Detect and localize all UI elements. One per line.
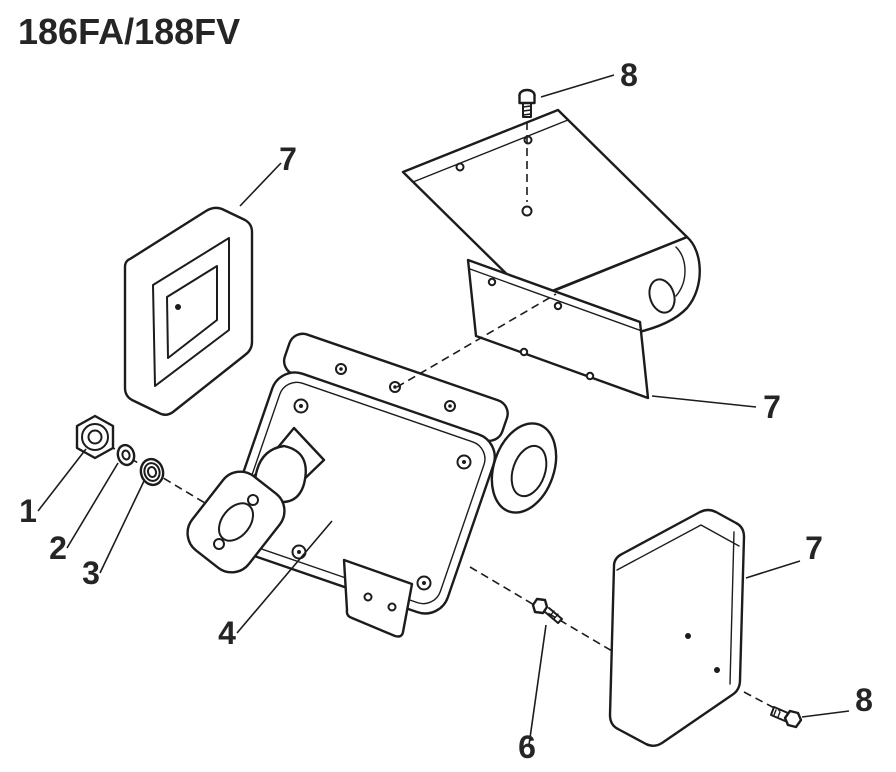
part-bolt-8-top [518, 88, 536, 118]
leader-8-right [801, 710, 850, 718]
inlet-flange-hole [213, 538, 225, 550]
cover-screw-dot [297, 550, 301, 554]
callout-7-right: 7 [805, 530, 823, 566]
leader-4 [236, 520, 333, 634]
shield-right-top-fold [616, 524, 740, 571]
callout-2: 2 [49, 530, 67, 566]
leader-1 [37, 448, 87, 512]
callout-7-bracket: 7 [763, 389, 781, 425]
shield-right-outline [608, 508, 746, 747]
inlet-flange-opening [218, 502, 254, 542]
bolt-6-threads [549, 610, 559, 620]
diagram-title: 186FA/188FV [18, 11, 240, 52]
bracket-bolt-hole [521, 205, 533, 217]
muffler-mount-bracket [342, 558, 414, 638]
bracket-end-contour [675, 246, 686, 297]
top-bolt-dot [339, 367, 343, 371]
inlet-flange [186, 470, 286, 574]
washer-large-outer [139, 457, 165, 487]
callout-leader-lines [37, 74, 850, 746]
bracket-flange-fold [469, 268, 643, 332]
bracket-flange-hole [519, 347, 529, 357]
muffler-top-bolts [335, 363, 456, 412]
bracket-lower-flange [466, 258, 650, 400]
axis-muffler-to-bracket [396, 293, 557, 388]
callout-4: 4 [218, 615, 236, 651]
callout-6: 6 [518, 729, 536, 765]
bolt-8-top-head-side [518, 93, 536, 105]
shield-right-edge-fold [729, 531, 735, 685]
bolt-8-right-shaft [770, 706, 789, 722]
cover-screw-dot [299, 404, 303, 408]
muffler-outlet-ring [510, 444, 548, 498]
bolt-8-right-head [783, 709, 803, 729]
leader-3 [99, 480, 145, 574]
leader-8-top [540, 74, 615, 98]
callout-3: 3 [82, 555, 100, 591]
bracket-flange-hole [553, 301, 563, 311]
washer-large-rim [143, 462, 161, 482]
inlet-flange-hole [247, 494, 259, 506]
bracket-hole [523, 135, 533, 145]
leader-7-left [239, 162, 282, 207]
callout-8-right: 8 [855, 682, 873, 718]
bolt-6-head [531, 597, 549, 615]
top-bolt-dot [448, 404, 452, 408]
nut-thread-hole [87, 429, 103, 445]
cover-screw-dot [462, 460, 466, 464]
bracket-hem-line [412, 119, 569, 183]
mount-bracket-hole [363, 592, 373, 602]
callout-7-left: 7 [279, 141, 297, 177]
part-spring-washer [116, 443, 136, 467]
bracket-hole [455, 162, 465, 172]
leader-7-bracket [651, 395, 757, 408]
bolt-8-right-threads [773, 709, 781, 718]
mount-bracket-hole [387, 602, 397, 612]
leader-7-right [745, 560, 801, 579]
bracket-flange-hole [487, 277, 497, 287]
callout-1: 1 [19, 493, 37, 529]
bracket-flange-hole [585, 371, 595, 381]
part-hex-nut [75, 414, 115, 460]
shield-left-inner-opening [166, 265, 218, 359]
part-flat-washer [139, 457, 165, 487]
shield-left-inner-frame [152, 237, 230, 387]
bolt-8-top-threads [522, 105, 532, 116]
part-upper-bracket [401, 108, 701, 400]
callout-labels: 8 7 7 1 2 3 4 6 7 8 [19, 57, 873, 765]
part-heat-shield-right [608, 508, 746, 747]
nut-chamfer-circle [81, 423, 109, 451]
shield-right-hole [685, 633, 691, 639]
part-bolt-8-right [770, 706, 803, 729]
bolt-6-shaft [544, 607, 563, 624]
callout-8-top: 8 [620, 57, 638, 93]
muffler-face-seam [234, 381, 486, 605]
bracket-oval-hole [648, 278, 676, 314]
part-bolt-6 [531, 597, 563, 624]
part-heat-shield-left [123, 206, 254, 416]
washer-large-inner [146, 466, 158, 478]
shield-left-outline [123, 206, 254, 416]
washer-small-outer [116, 443, 136, 467]
shield-left-hole [175, 304, 181, 310]
cover-screw-dot [422, 581, 426, 585]
part-muffler-body [186, 332, 558, 638]
top-bolt-dot [393, 385, 397, 389]
shield-right-hole [714, 667, 720, 673]
leader-6 [528, 624, 547, 746]
washer-small-inner [121, 449, 131, 461]
leader-2 [66, 462, 119, 549]
